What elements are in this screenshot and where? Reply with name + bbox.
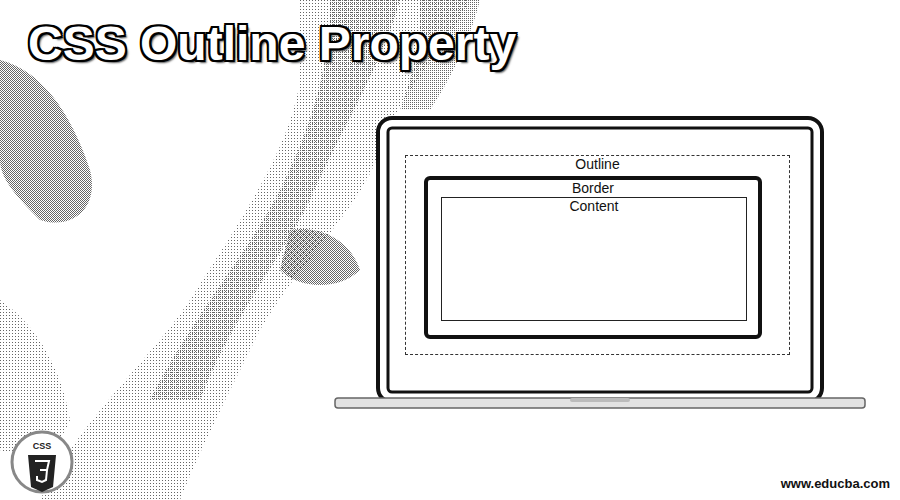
rock-shadow <box>0 60 92 223</box>
laptop-base <box>335 398 865 408</box>
laptop-illustration <box>335 118 865 408</box>
logo-shield <box>28 455 56 492</box>
node-label-wrap: Outline <box>406 156 789 172</box>
node-label: Content <box>569 199 618 214</box>
watermark: www.educba.com <box>781 476 890 492</box>
node-label: Outline <box>575 157 619 172</box>
rock-band <box>0 300 70 454</box>
node-label-wrap: Border <box>428 180 758 196</box>
logo-ring <box>12 432 72 492</box>
css3-logo <box>12 432 72 492</box>
laptop-screen <box>388 128 812 392</box>
content-box: Content <box>441 197 747 321</box>
laptop-bezel <box>378 118 822 402</box>
logo-three-shape <box>35 461 49 482</box>
border-box: BorderContent <box>424 176 762 339</box>
outline-box: OutlineBorderContent <box>405 155 790 355</box>
node-label: Border <box>572 181 614 196</box>
laptop-notch <box>570 398 630 402</box>
rock-shadow <box>280 229 360 285</box>
logo-text: CSS <box>26 440 58 452</box>
page-title: CSS Outline Property <box>28 16 516 72</box>
node-label-wrap: Content <box>442 198 746 214</box>
